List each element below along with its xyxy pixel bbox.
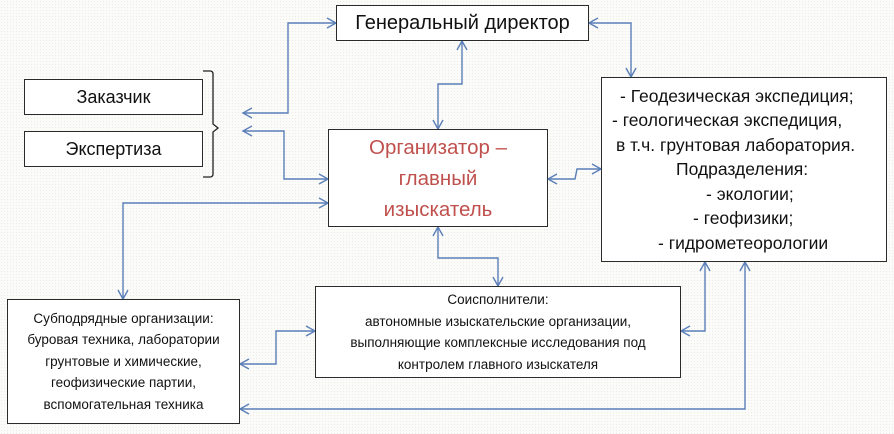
co-executors-box: Соисполнители: автономные изыскательские…	[315, 286, 681, 378]
expertise-box: Экспертиза	[24, 131, 203, 167]
co-executors-line: контролем главного изыскателя	[397, 356, 599, 372]
arrow-head-coexecutors-left	[305, 325, 317, 337]
co-executors-line: автономные изыскательские организации,	[364, 313, 632, 329]
organizer-line: Организатор –	[369, 135, 507, 159]
divisions-line: в т.ч. грунтовая лаборатория.	[616, 134, 856, 155]
subcontractors-line: геофизические партии,	[50, 375, 197, 391]
arrow-head-subcontractors-bottom	[238, 403, 250, 415]
divisions-line: - гидрометеорологии	[658, 232, 829, 253]
subcontractors-box: Субподрядные организации: буровая техник…	[7, 299, 240, 424]
divisions-line: Подразделения:	[676, 159, 809, 180]
organizer-line: главный	[398, 166, 478, 190]
connector-director-clients	[243, 22, 336, 114]
connector-coexecutors-divisions	[681, 262, 706, 332]
arrow-head-divisions-top	[625, 67, 637, 79]
connector-organizer-clients	[243, 130, 328, 180]
arrow-head-clients-top	[241, 107, 253, 119]
customer-label: Заказчик	[76, 86, 151, 107]
arrow-head-divisions-left	[591, 163, 603, 175]
connector-organizer-director	[437, 41, 463, 129]
arrow-head-organizer-bottom	[432, 225, 444, 237]
arrow-head-organizer-left-1	[318, 173, 330, 185]
divisions-box: - Геодезическая экспедиция; - геологичес…	[601, 77, 887, 262]
arrow-head-clients-bottom	[241, 125, 253, 137]
connector-director-divisions	[589, 22, 632, 77]
connector-organizer-divisions	[548, 168, 601, 180]
organizer-box: Организатор – главный изыскатель	[328, 129, 548, 227]
arrow-head-subcontractors-right	[238, 358, 250, 370]
arrow-head-director-bottom	[456, 39, 468, 51]
connector-organizer-coexecutors	[437, 227, 499, 286]
connector-subcontractors-coexecutors	[240, 330, 315, 365]
general-director-box: Генеральный директор	[336, 5, 589, 41]
arrow-head-coexecutors-top	[492, 276, 504, 288]
arrow-head-director	[326, 17, 338, 29]
arrow-head-divisions-bottom-1	[699, 260, 711, 272]
group-brace	[203, 70, 220, 178]
subcontractors-line: вспомогательная техника	[43, 396, 204, 412]
arrow-head-organizer-right	[546, 173, 558, 185]
divisions-line: - Геодезическая экспедиция;	[620, 85, 854, 106]
subcontractors-line: Субподрядные организации:	[33, 310, 214, 326]
co-executors-line: Соисполнители:	[447, 292, 549, 307]
arrow-head-organizer-top	[432, 119, 444, 131]
organizer-line: изыскатель	[383, 197, 493, 221]
divisions-line: - экологии;	[706, 183, 794, 204]
customer-box: Заказчик	[24, 79, 203, 115]
co-executors-line: выполняющие комплексные исследования под	[350, 335, 646, 350]
arrow-head-director-right	[587, 17, 599, 29]
connector-organizer-subcontractors	[122, 202, 328, 299]
expertise-label: Экспертиза	[65, 138, 162, 159]
arrow-head-subcontractors-top	[117, 289, 129, 301]
arrow-head-divisions-bottom-2	[739, 260, 751, 272]
arrow-head-organizer-left-2	[318, 197, 330, 209]
divisions-line: - геофизики;	[693, 208, 794, 229]
subcontractors-line: грунтовые и химические,	[45, 353, 202, 369]
subcontractors-line: буровая техника, лаборатории	[27, 332, 220, 348]
arrow-head-coexecutors-right	[679, 325, 691, 337]
general-director-label: Генеральный директор	[355, 11, 570, 34]
divisions-line: - геологическая экспедиция,	[612, 110, 843, 131]
